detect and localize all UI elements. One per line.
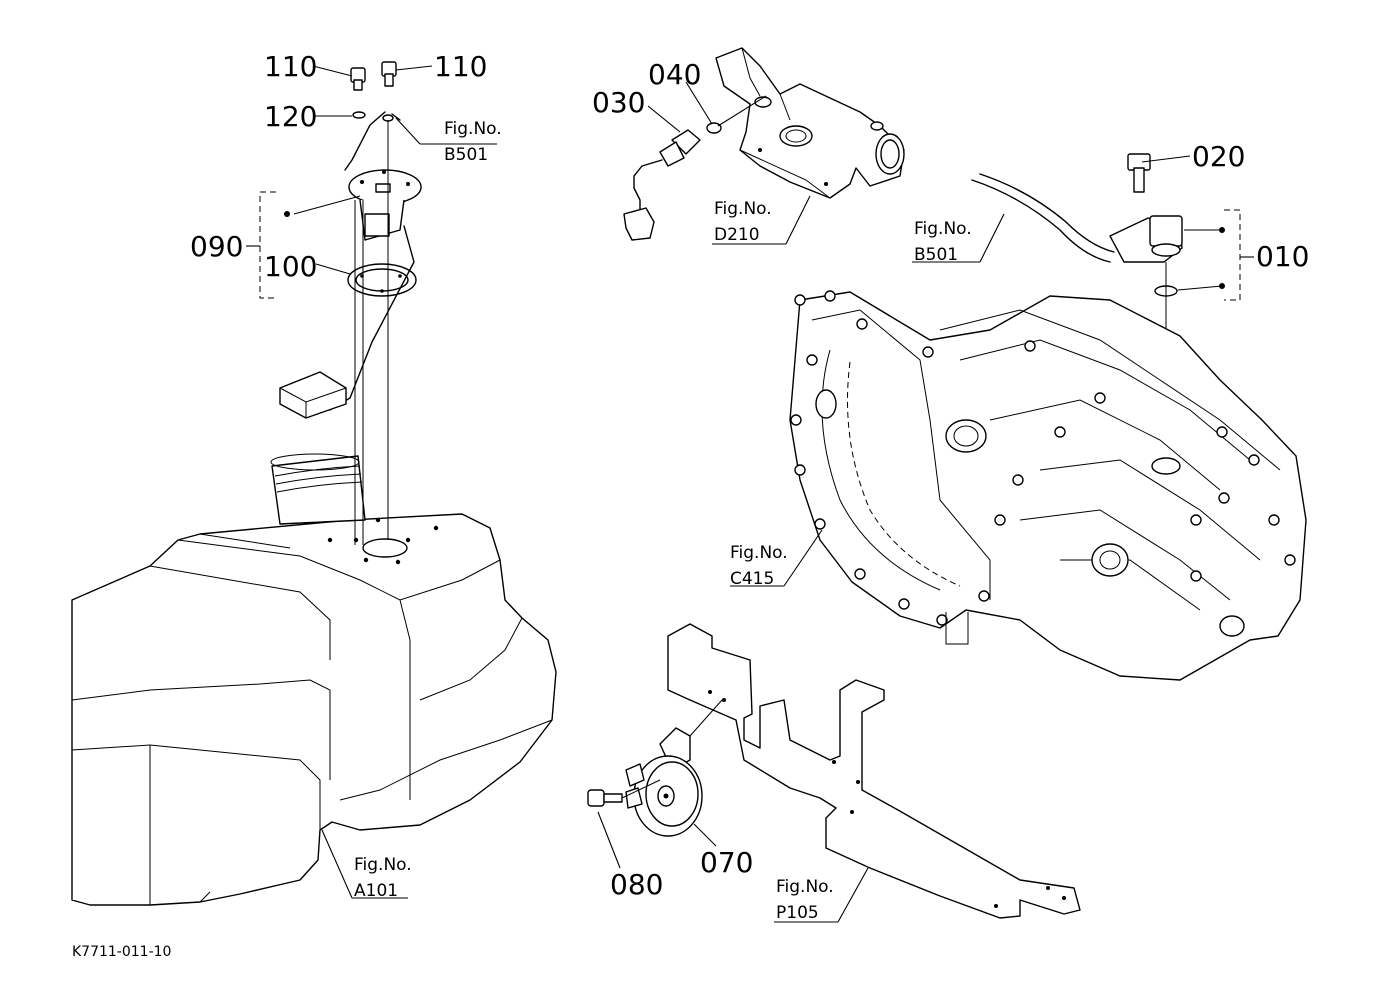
ref-a101[interactable]: Fig.No. A101 [354,855,412,901]
thermo-housing-drawing [715,47,905,199]
ref-p105[interactable]: Fig.No. P105 [776,877,834,923]
ref-b501-top-line2: B501 [444,145,488,165]
ref-c415-line1: Fig.No. [730,543,788,563]
bracket-drawing [667,623,1081,919]
ref-b501-top[interactable]: Fig.No. B501 [444,119,502,165]
ref-d210[interactable]: Fig.No. D210 [714,199,772,245]
part-label-110-right: 110 [434,50,487,83]
drawing-number: K7711-011-10 [72,944,171,960]
ref-b501-right-line2: B501 [914,245,958,265]
ref-c415[interactable]: Fig.No. C415 [730,543,788,589]
part-label-080: 080 [610,868,663,901]
fuel-sender-drawing [279,61,422,545]
part-label-070: 070 [700,846,753,879]
horn-drawing [587,699,723,837]
speed-sensor-drawing [1109,153,1183,460]
leader-lines [246,65,1254,923]
part-label-030: 030 [592,86,645,119]
part-label-020: 020 [1192,140,1245,173]
ref-d210-line2: D210 [714,225,760,245]
ref-b501-top-line1: Fig.No. [444,119,502,139]
part-label-090: 090 [190,230,243,263]
group-brackets [259,191,1241,301]
ref-b501-right[interactable]: Fig.No. B501 [914,219,972,265]
part-label-010: 010 [1256,240,1309,273]
ref-p105-line1: Fig.No. [776,877,834,897]
temp-sensor-drawing [623,122,722,241]
group-dots [284,211,1225,289]
ref-b501-right-line1: Fig.No. [914,219,972,239]
ref-a101-line2: A101 [354,881,398,901]
part-label-100: 100 [264,250,317,283]
part-label-110-left: 110 [264,50,317,83]
ref-d210-line1: Fig.No. [714,199,772,219]
ref-c415-line2: C415 [730,569,774,589]
ref-p105-line2: P105 [776,903,819,923]
ref-a101-line1: Fig.No. [354,855,412,875]
fuel-tank-drawing [71,453,557,906]
part-label-120: 120 [264,100,317,133]
part-label-040: 040 [648,58,701,91]
hose-drawing [971,173,1115,263]
transmission-case-drawing [789,290,1307,681]
